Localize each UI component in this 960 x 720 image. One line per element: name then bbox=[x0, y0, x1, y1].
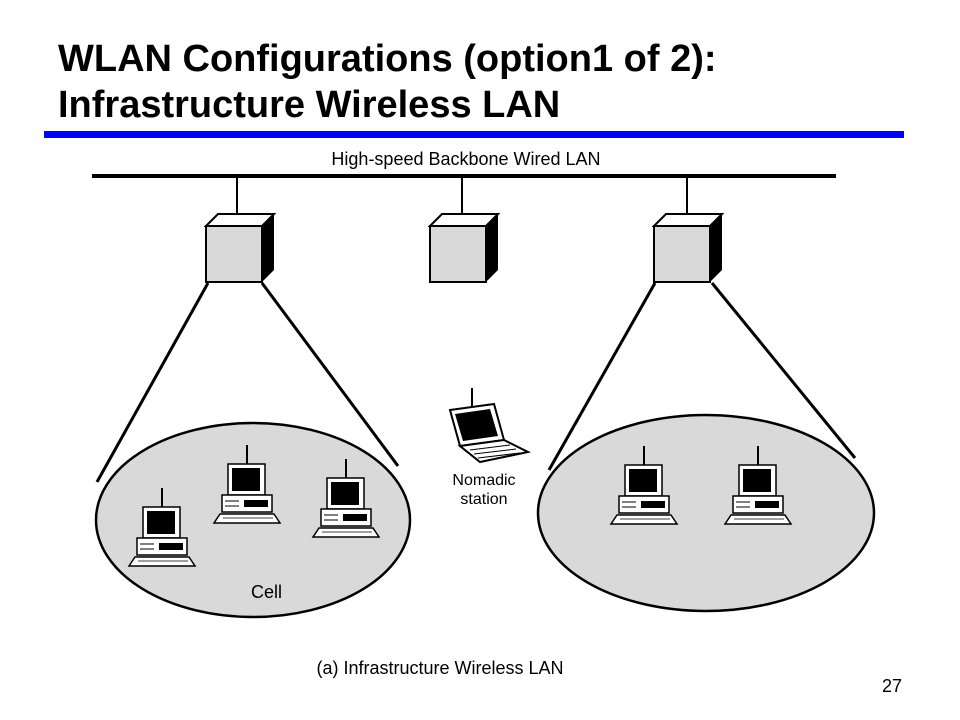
title-underline bbox=[44, 131, 904, 138]
right-cell bbox=[536, 282, 876, 613]
access-point-right bbox=[651, 176, 725, 283]
right-cell-area bbox=[536, 413, 876, 613]
nomadic-label-line-1: Nomadic bbox=[452, 472, 515, 489]
right-coverage-edge-1 bbox=[547, 282, 657, 471]
left-coverage-edge-2 bbox=[260, 282, 400, 467]
left-coverage-edge-1 bbox=[95, 282, 210, 483]
cell-label: Cell bbox=[251, 582, 282, 602]
diagram-caption: (a) Infrastructure Wireless LAN bbox=[316, 658, 563, 678]
backbone-label: High-speed Backbone Wired LAN bbox=[331, 149, 600, 169]
access-point-left bbox=[203, 176, 277, 283]
title-line-2: Infrastructure Wireless LAN bbox=[58, 84, 561, 126]
nomadic-label-line-2: station bbox=[460, 491, 507, 508]
left-cell: Cell bbox=[94, 282, 412, 619]
slide-title: WLAN Configurations (option1 of 2): Infr… bbox=[58, 36, 938, 128]
page-number: 27 bbox=[881, 676, 902, 696]
nomadic-laptop bbox=[448, 388, 532, 464]
right-coverage-edge-2 bbox=[710, 282, 857, 459]
title-line-1: WLAN Configurations (option1 of 2): bbox=[58, 38, 717, 80]
access-point-middle bbox=[427, 176, 501, 283]
